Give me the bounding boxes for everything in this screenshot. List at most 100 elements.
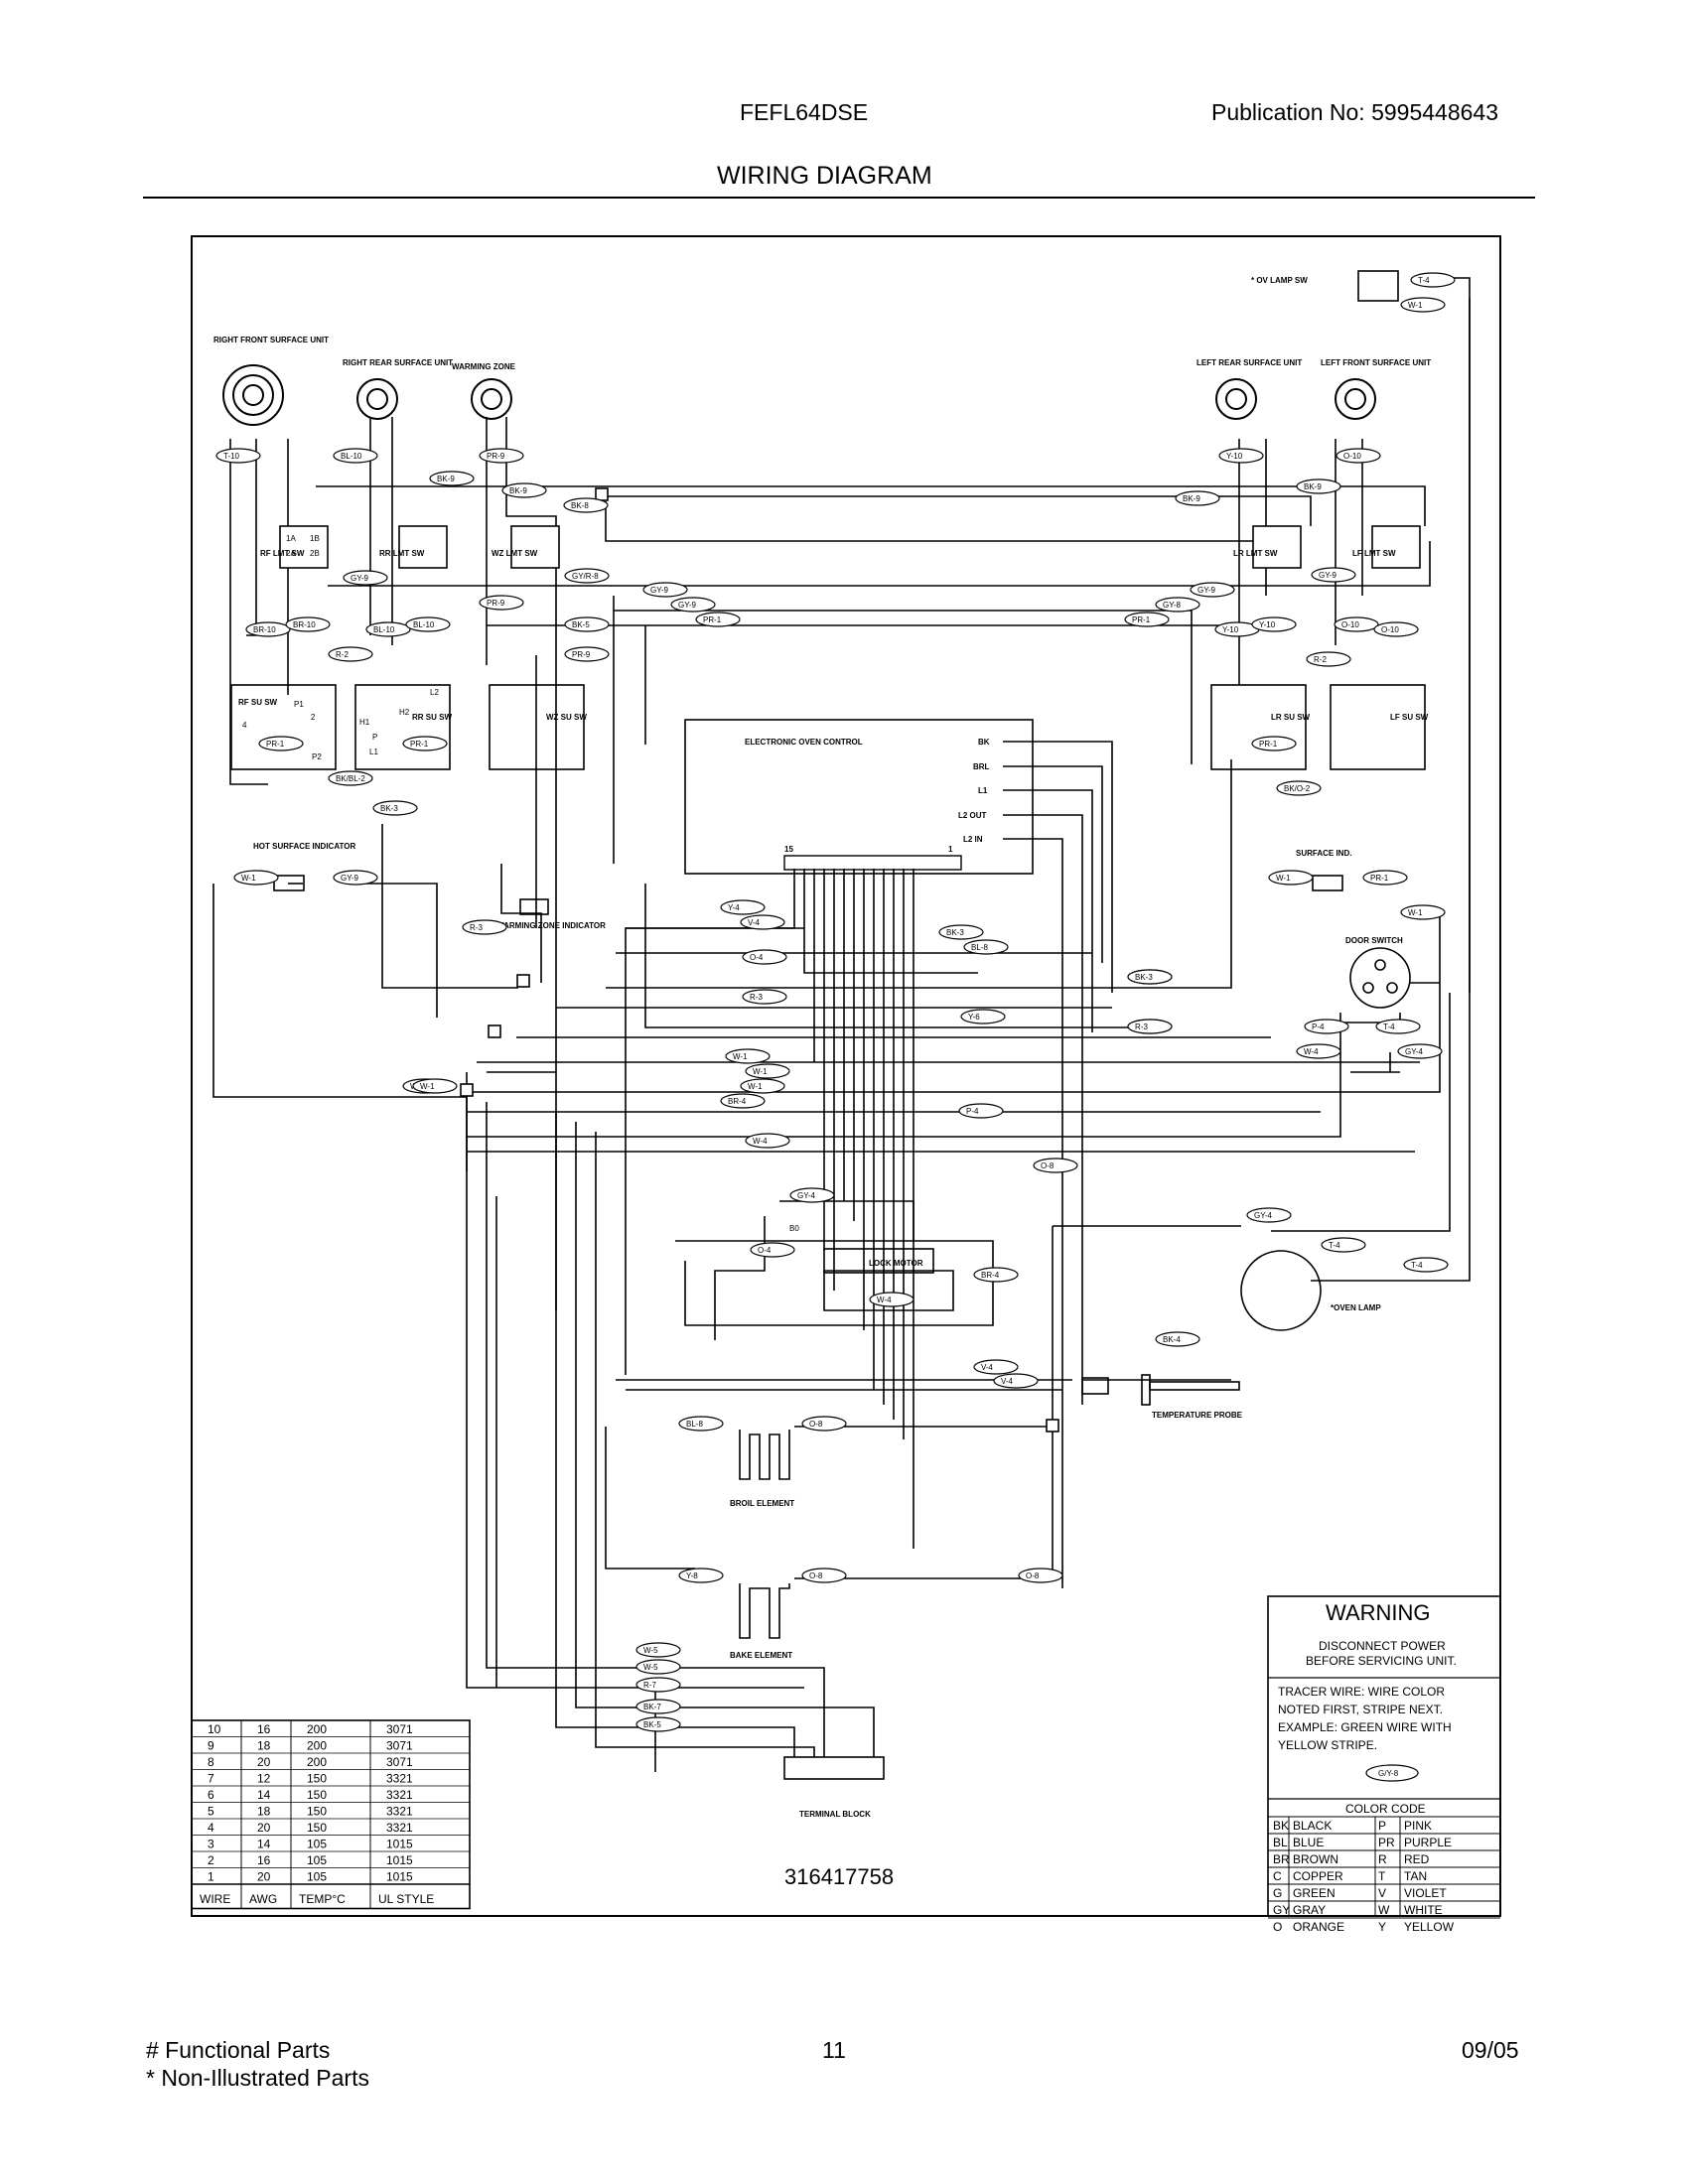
wire-tag-oval: [745, 1133, 790, 1149]
wire-network: [212, 277, 1471, 1772]
wire-table-cell: 1015: [386, 1853, 413, 1867]
wire-table-cell: 150: [307, 1805, 327, 1819]
tracer-line4: YELLOW STRIPE.: [1278, 1738, 1377, 1752]
wire-tag-oval: [258, 736, 304, 751]
left-rear-surface-coil: [1215, 378, 1257, 420]
drawing-number: 316417758: [784, 1864, 894, 1889]
wire-table-cell: 2: [208, 1853, 214, 1867]
eoc-pin-l2in: L2 IN: [963, 835, 983, 844]
header-rule: [143, 197, 1535, 199]
wire-table-cell: 1015: [386, 1838, 413, 1851]
color-code-cell: PINK: [1404, 1819, 1432, 1833]
color-code-title: COLOR CODE: [1345, 1802, 1426, 1816]
wire-tag: GY/R-8: [564, 568, 610, 584]
wire-tag-oval: [564, 616, 610, 632]
color-code-cell: T: [1378, 1869, 1386, 1883]
wire-tag-oval: [1375, 1019, 1421, 1034]
wire-tag-label: Y-10: [1259, 620, 1276, 629]
wire-tag-oval: [869, 1292, 914, 1307]
oven-lamp-symbol: [1240, 1250, 1322, 1331]
wire-tag-oval: [720, 899, 766, 915]
wire-tag-label: PR-9: [487, 452, 505, 461]
wire-tag-oval: [1296, 1043, 1341, 1059]
wire-tag-label: GY/R-8: [572, 572, 599, 581]
wire-tag: T-4: [1403, 1257, 1449, 1273]
wire-tag-label: GY-4: [1405, 1047, 1423, 1056]
wire-tag-label: W-1: [733, 1052, 748, 1061]
color-code-cell: WHITE: [1404, 1903, 1443, 1917]
wire-tag-oval: [1124, 612, 1170, 627]
wire-tag-oval: [1296, 478, 1341, 494]
wire-tag-label: Y-10: [1222, 625, 1239, 634]
door-switch-symbol: [1349, 947, 1411, 1009]
wire-tag-label: T-4: [1383, 1023, 1395, 1031]
wire-tag: BK-3: [1127, 969, 1173, 985]
wire-table-cell: 3321: [386, 1788, 413, 1802]
pin-1a: 1A: [286, 534, 296, 543]
wire-table-cell: 200: [307, 1739, 327, 1753]
wire-tag-oval: [740, 914, 785, 930]
wire-tag-oval: [333, 448, 378, 464]
wire-tag-oval: [1033, 1158, 1078, 1173]
wire-tag: BL-8: [678, 1416, 724, 1432]
wire-tag-oval: [635, 1699, 681, 1714]
wire-table-cell: 200: [307, 1722, 327, 1736]
pin-2: 2: [311, 713, 316, 722]
wire-tag-label: W-4: [877, 1296, 892, 1304]
wire-tag-label: GY-8: [1163, 601, 1181, 610]
wire-tag-label: GY-9: [678, 601, 696, 610]
wire-tag-oval: [479, 595, 524, 611]
wire-tag: P-4: [958, 1103, 1004, 1119]
wire-table-cell: 3321: [386, 1805, 413, 1819]
wire-tag: W-5: [635, 1642, 681, 1658]
pin-b0: B0: [789, 1224, 799, 1233]
wire-table-cell: 20: [257, 1755, 271, 1769]
wire-tag: PR-1: [1251, 736, 1297, 751]
lr-lmt-sw-label: LR LMT SW: [1233, 549, 1278, 558]
surface-units: [222, 364, 1376, 426]
color-code-cell: V: [1378, 1886, 1386, 1900]
wire-tag: W-1: [1268, 870, 1314, 886]
pin-4: 4: [242, 721, 247, 730]
wire-tag-label: O-10: [1381, 625, 1399, 634]
wire-tag-label: GY-9: [341, 874, 358, 883]
wire-table-cell: 105: [307, 1870, 327, 1884]
wire-tag-oval: [1306, 651, 1351, 667]
wire-tag-oval: [563, 497, 609, 513]
wire-tag-label: BK/O-2: [1284, 784, 1311, 793]
wire-tag-oval: [938, 924, 984, 940]
warning-line2: BEFORE SERVICING UNIT.: [1306, 1654, 1457, 1668]
wire-tag: BR-10: [245, 621, 291, 637]
wire-tag: BK-9: [1175, 490, 1220, 506]
wire-tag-oval: [245, 621, 291, 637]
wire-table-cell: 1015: [386, 1870, 413, 1884]
wire-tag-label: R-3: [750, 993, 763, 1002]
wire-table-cell: 150: [307, 1821, 327, 1835]
wire-table-cell: 16: [257, 1722, 271, 1736]
wire-tag-label: BR-4: [728, 1097, 747, 1106]
wire-tag: BL-10: [333, 448, 378, 464]
wire-tag-label: V-4: [748, 918, 761, 927]
wire-tag-label: BK/BL-2: [336, 774, 365, 783]
ov-lamp-switch-box: [1357, 270, 1399, 302]
wire-tag: GY-9: [333, 870, 378, 886]
wire-tag: W-1: [233, 870, 279, 886]
wire-tag-label: O-8: [1041, 1161, 1055, 1170]
wire-tag-label: T-4: [1329, 1241, 1340, 1250]
hot-surface-label: HOT SURFACE INDICATOR: [253, 842, 355, 851]
wire-tag-oval: [635, 1642, 681, 1658]
wire-tag: GY-4: [1246, 1207, 1292, 1223]
wire-table-cell: 150: [307, 1772, 327, 1786]
wire-tag-oval: [1251, 736, 1297, 751]
wire-table-cell: 20: [257, 1821, 271, 1835]
